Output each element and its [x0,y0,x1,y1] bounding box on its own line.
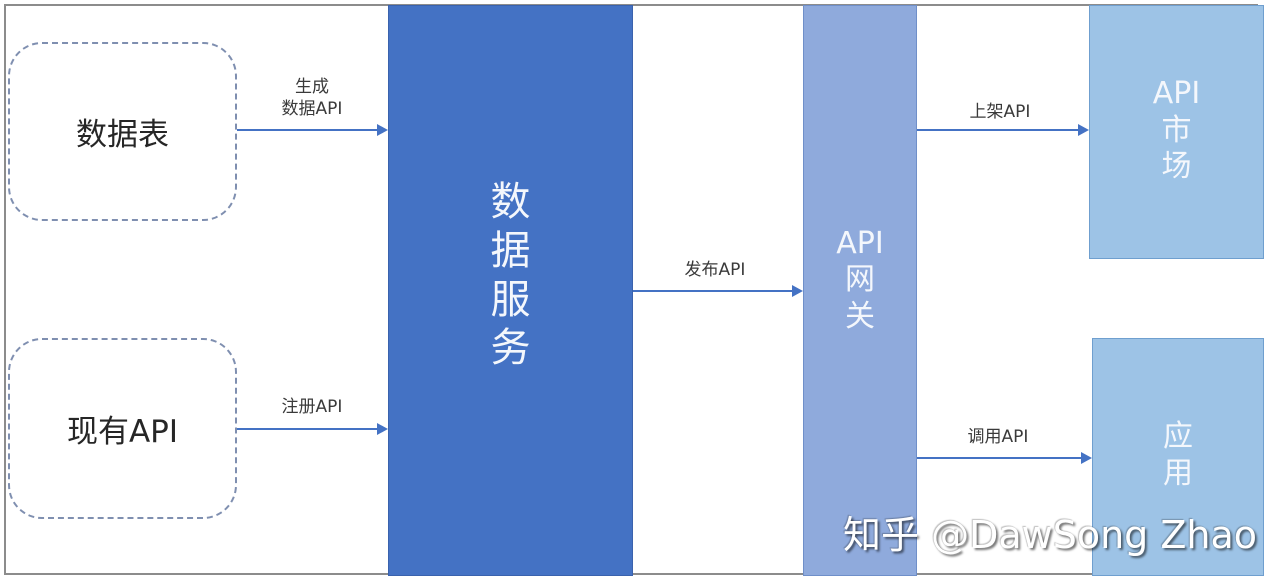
arrow-call-api [917,452,1092,464]
existing-api-label: 现有API [66,414,179,450]
data-service-char: 务 [490,325,531,372]
data-service-char: 据 [490,227,531,274]
data-table-label: 数据表 [76,117,169,153]
edge-label-call: 调用API [948,426,1048,448]
arrow-generate-data-api [237,124,388,136]
edge-label-line: 注册API [281,397,343,417]
arrow-publish-api [633,285,803,297]
edge-label-publish: 发布API [665,259,765,281]
app-char: 应 [1163,419,1193,454]
application-node: 应 用 [1092,338,1264,576]
existing-api-node: 现有API [8,338,237,519]
market-char: API [1152,76,1201,111]
arrow-register-api [237,423,388,435]
edge-label-register: 注册API [262,396,362,418]
edge-label-line: 生成 [295,77,329,97]
data-service-node: 数 据 服 务 [388,5,633,576]
gateway-char: 关 [845,298,875,334]
arrow-list-api [917,124,1089,136]
edge-label-list: 上架API [950,101,1050,123]
gateway-char: 网 [845,262,875,298]
watermark: 知乎 @DawSong Zhao [843,513,1258,557]
app-char: 用 [1163,455,1193,491]
edge-label-line: 调用API [967,427,1029,447]
data-table-node: 数据表 [8,42,237,221]
market-char: 场 [1161,149,1192,185]
data-service-char: 数 [490,178,531,225]
api-market-node: API 市 场 [1089,5,1264,259]
edge-label-generate: 生成 数据API [262,76,362,120]
edge-label-line: 上架API [969,102,1031,122]
edge-label-line: 发布API [684,260,746,280]
market-char: 市 [1161,112,1192,148]
api-gateway-node: API 网 关 [803,5,917,576]
data-service-char: 服 [490,276,531,323]
gateway-char: API [836,225,884,261]
edge-label-line: 数据API [281,99,343,120]
